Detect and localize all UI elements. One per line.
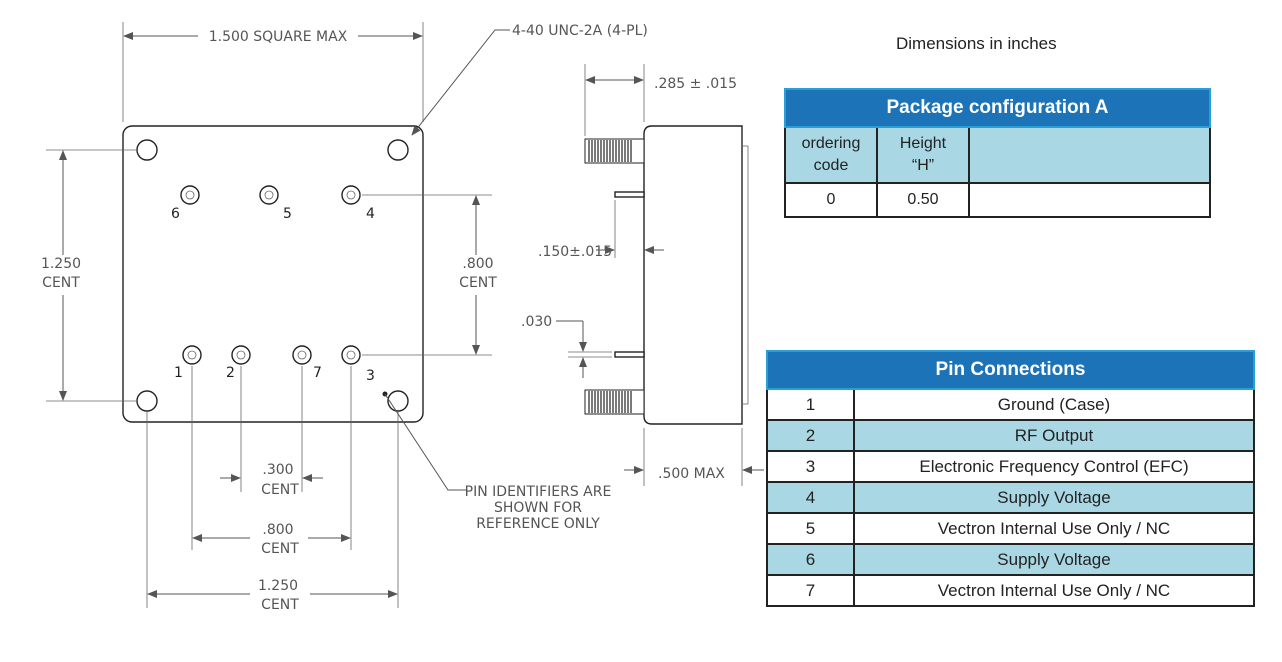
pin-function: RF Output xyxy=(853,419,1255,452)
dim-top-width-text: 1.500 SQUARE MAX xyxy=(209,29,348,45)
dim-stud-length-text: .285 ± .015 xyxy=(654,76,737,92)
dim-bottom-300 xyxy=(220,366,323,492)
dim-pin-diameter-text: .030 xyxy=(521,314,552,330)
package-table-title: Package configuration A xyxy=(784,88,1211,128)
dim-pin-diameter xyxy=(556,320,612,378)
table-row: 7 Vectron Internal Use Only / NC xyxy=(766,574,1255,607)
package-body-top-view xyxy=(122,125,424,423)
thread-callout-leader xyxy=(411,29,510,136)
pin-note-leader xyxy=(382,391,466,491)
threaded-stud-top xyxy=(584,138,645,164)
table-row: 4 Supply Voltage xyxy=(766,481,1255,514)
package-body-side-view xyxy=(643,125,743,425)
pin-number: 1 xyxy=(766,388,855,421)
cell-height: 0.50 xyxy=(876,182,970,218)
pin-number: 7 xyxy=(766,574,855,607)
dim-height-max-text: .500 MAX xyxy=(658,466,725,482)
side-pin-bottom xyxy=(614,351,645,358)
dim-bottom-800-value: .800 xyxy=(262,522,293,538)
table-row: 2 RF Output xyxy=(766,419,1255,452)
mounting-stud-group xyxy=(136,139,409,412)
dim-pin-length-text: .150±.015 xyxy=(538,244,612,260)
pin-label-2: 2 xyxy=(226,365,235,381)
pin-label-3: 3 xyxy=(366,368,375,384)
pin-number: 2 xyxy=(766,419,855,452)
pin-function: Electronic Frequency Control (EFC) xyxy=(853,450,1255,483)
pin-label-5: 5 xyxy=(283,206,292,222)
dim-right-unit: CENT xyxy=(459,275,497,291)
pin-number: 3 xyxy=(766,450,855,483)
dim-height-max xyxy=(624,428,764,486)
table-row: 6 Supply Voltage xyxy=(766,543,1255,576)
table-row: 1 Ground (Case) xyxy=(766,388,1255,421)
dim-left-unit: CENT xyxy=(42,275,80,291)
pin-number: 6 xyxy=(766,543,855,576)
dim-bottom-1250-unit: CENT xyxy=(261,597,299,613)
pin-number: 5 xyxy=(766,512,855,545)
dim-stud-length xyxy=(584,64,645,136)
pin-label-4: 4 xyxy=(366,206,375,222)
dim-left-height xyxy=(46,149,136,402)
dim-bottom-300-unit: CENT xyxy=(261,482,299,498)
dim-right-pin-spacing xyxy=(362,194,492,356)
cell-empty xyxy=(968,182,1211,218)
dim-bottom-1250-value: 1.250 xyxy=(258,578,298,594)
dim-bottom-300-value: .300 xyxy=(262,462,293,478)
pin-group xyxy=(180,185,361,365)
dim-bottom-800 xyxy=(191,366,352,550)
pin-label-6: 6 xyxy=(171,206,180,222)
pin-table-title: Pin Connections xyxy=(766,350,1255,390)
table-row: 3 Electronic Frequency Control (EFC) xyxy=(766,450,1255,483)
cell-ordering-code: 0 xyxy=(784,182,878,218)
dim-right-value: .800 xyxy=(462,256,493,272)
pin-note-line2: SHOWN FOR xyxy=(494,500,582,516)
dim-left-value: 1.250 xyxy=(41,256,81,272)
pin-function: Vectron Internal Use Only / NC xyxy=(853,574,1255,607)
pin-label-7: 7 xyxy=(313,365,322,381)
pin-function: Ground (Case) xyxy=(853,388,1255,421)
pin-function: Supply Voltage xyxy=(853,481,1255,514)
pin-function: Vectron Internal Use Only / NC xyxy=(853,512,1255,545)
pin-connections-table: Pin Connections 1 Ground (Case) 2 RF Out… xyxy=(766,350,1255,607)
col-empty xyxy=(968,126,1211,184)
dim-bottom-800-unit: CENT xyxy=(261,541,299,557)
threaded-stud-bottom xyxy=(584,389,645,415)
dim-top-width xyxy=(122,22,424,122)
dim-bottom-1250 xyxy=(146,412,399,608)
pin-note-line3: REFERENCE ONLY xyxy=(476,516,600,532)
pin-note-line1: PIN IDENTIFIERS ARE xyxy=(465,484,612,500)
pin-function: Supply Voltage xyxy=(853,543,1255,576)
pin-label-1: 1 xyxy=(174,365,183,381)
col-height: Height“H” xyxy=(876,126,970,184)
thread-callout-text: 4-40 UNC-2A (4-PL) xyxy=(512,23,648,39)
dim-pin-length xyxy=(596,200,664,258)
side-pin-top xyxy=(614,191,645,198)
table-row: 5 Vectron Internal Use Only / NC xyxy=(766,512,1255,545)
units-caption: Dimensions in inches xyxy=(896,34,1057,53)
pin-number: 4 xyxy=(766,481,855,514)
